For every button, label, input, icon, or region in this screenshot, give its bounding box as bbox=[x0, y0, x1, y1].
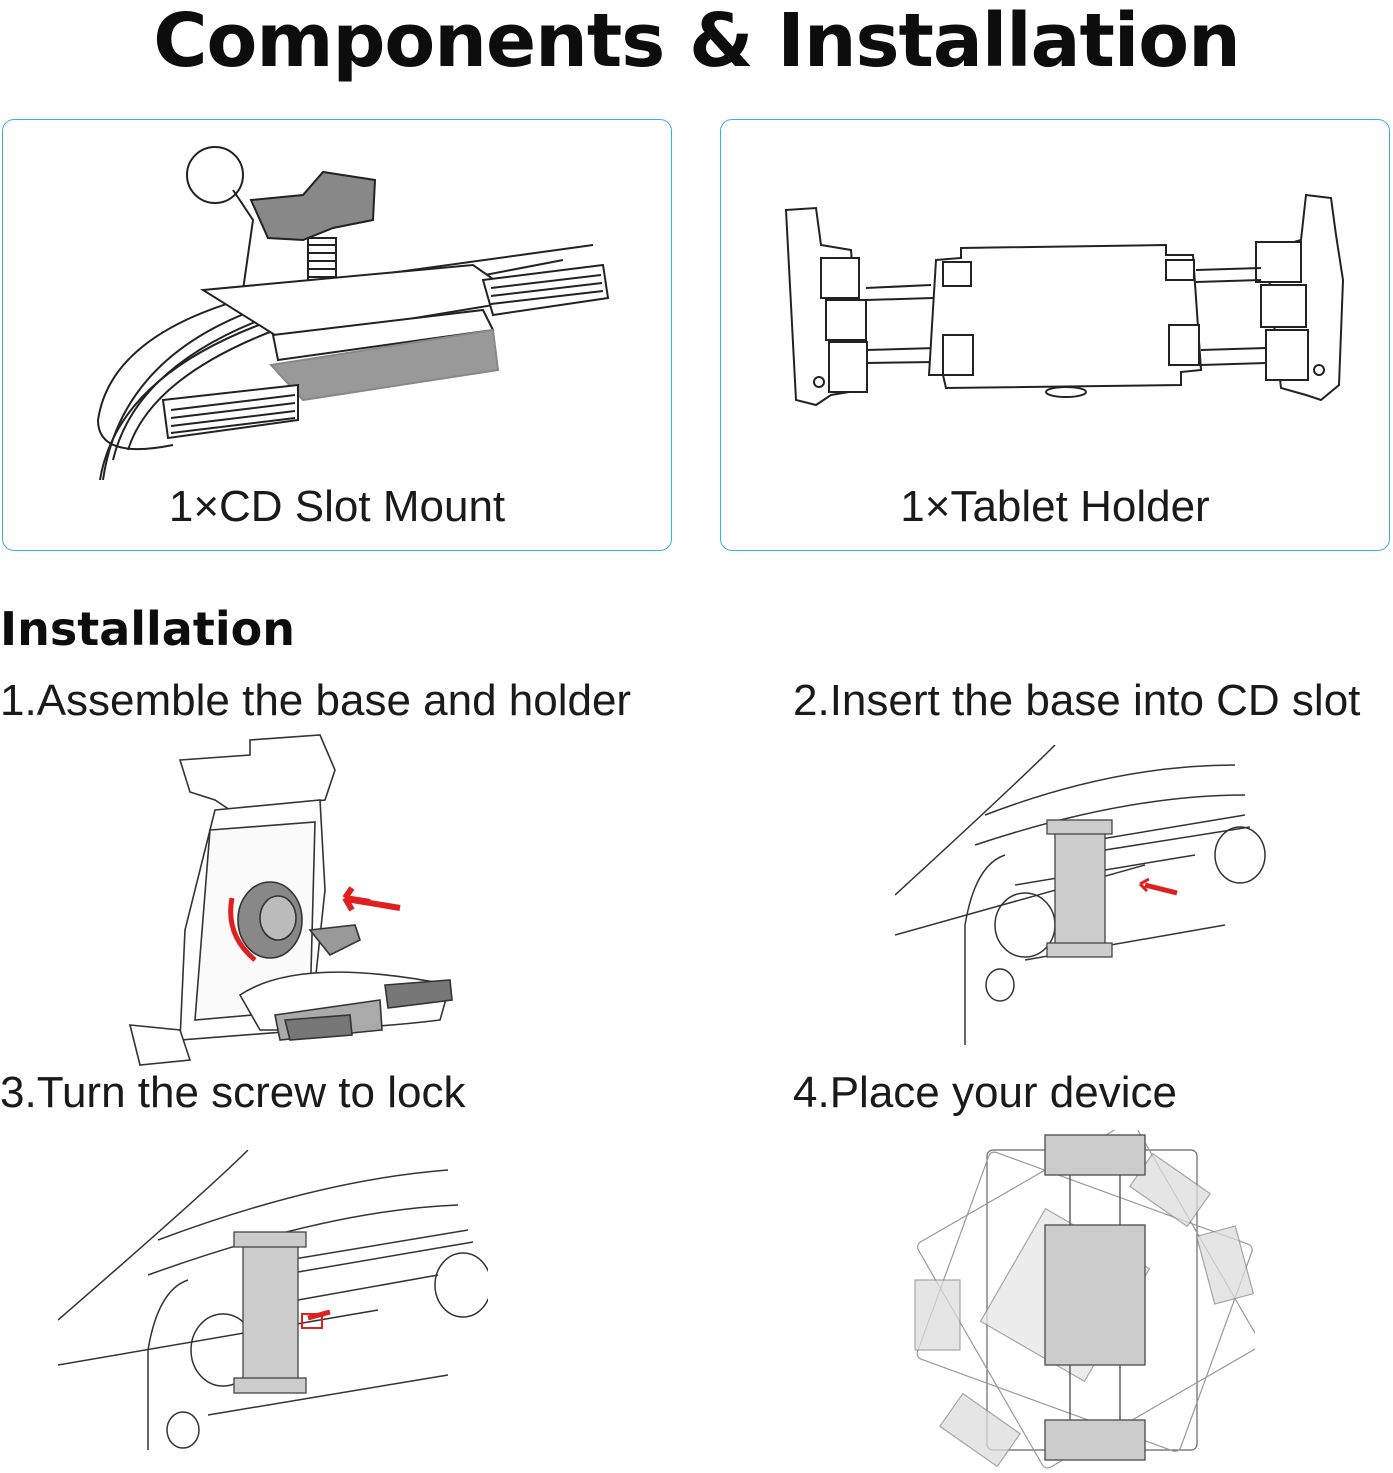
component-caption: 1×Tablet Holder bbox=[900, 482, 1210, 531]
insert-cd-slot-illustration-icon bbox=[895, 745, 1266, 1045]
page-title: Components & Installation bbox=[153, 0, 1241, 84]
lock-screw-illustration-icon bbox=[58, 1150, 488, 1450]
tablet-holder-icon bbox=[784, 193, 1345, 407]
step-1-label: 1.Assemble the base and holder bbox=[0, 676, 632, 725]
component-card-cd-slot-mount: 1×CD Slot Mount bbox=[2, 119, 672, 551]
component-caption: 1×CD Slot Mount bbox=[168, 482, 506, 531]
component-card-tablet-holder: 1×Tablet Holder bbox=[720, 119, 1390, 551]
installation-heading: Installation bbox=[0, 602, 295, 656]
step-4-label: 4.Place your device bbox=[793, 1068, 1177, 1117]
assemble-illustration-icon bbox=[128, 734, 453, 1066]
step-2-label: 2.Insert the base into CD slot bbox=[793, 676, 1361, 725]
cd-slot-mount-icon bbox=[97, 146, 610, 480]
place-device-illustration-icon bbox=[914, 1130, 1255, 1469]
step-3-label: 3.Turn the screw to lock bbox=[0, 1068, 466, 1117]
